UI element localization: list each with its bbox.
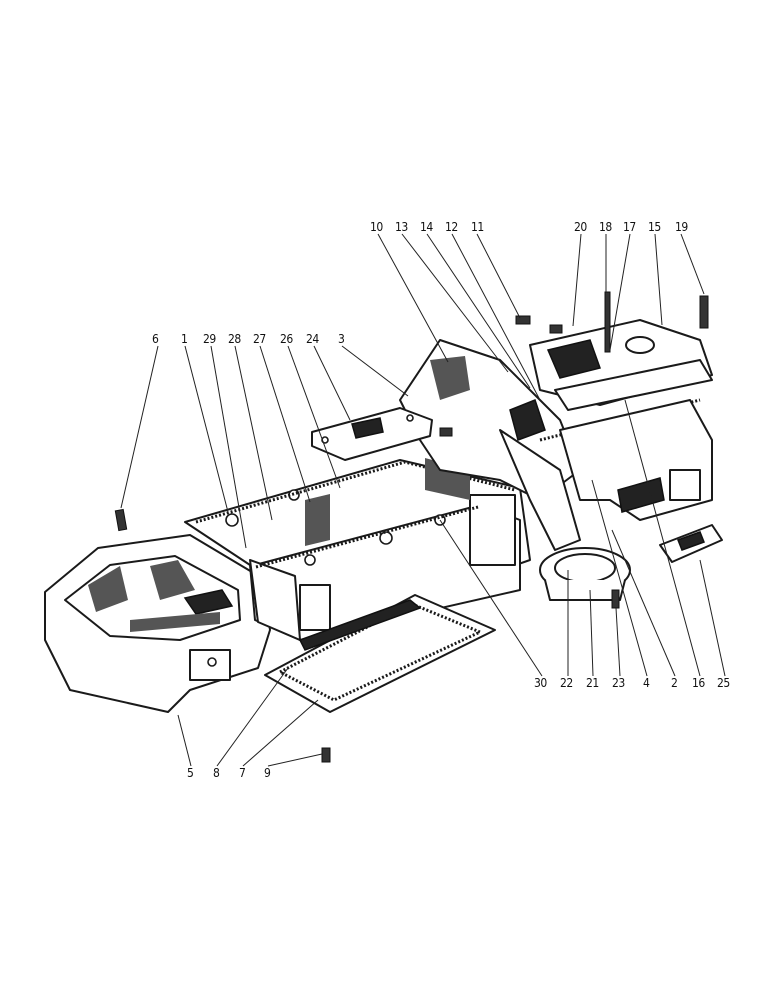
callout-8: 8	[213, 766, 220, 780]
callout-20: 20	[574, 220, 587, 234]
callout-6: 6	[152, 332, 159, 346]
callout-4: 4	[643, 676, 650, 690]
callout-15: 15	[648, 220, 661, 234]
callout-11: 11	[471, 220, 484, 234]
callout-16: 16	[692, 676, 705, 690]
callout-28: 28	[228, 332, 241, 346]
callout-19: 19	[675, 220, 688, 234]
callout-1: 1	[181, 332, 188, 346]
bolts	[114, 291, 709, 763]
callout-3: 3	[338, 332, 345, 346]
callout-5: 5	[187, 766, 194, 780]
callout-9: 9	[264, 766, 271, 780]
callout-2: 2	[671, 676, 678, 690]
center-housing	[184, 458, 531, 641]
callout-7: 7	[239, 766, 246, 780]
callout-21: 21	[586, 676, 599, 690]
callout-12: 12	[445, 220, 458, 234]
callout-13: 13	[395, 220, 408, 234]
callout-14: 14	[420, 220, 433, 234]
callout-10: 10	[370, 220, 383, 234]
callout-26: 26	[280, 332, 293, 346]
callout-30: 30	[534, 676, 547, 690]
callout-22: 22	[560, 676, 573, 690]
callout-24: 24	[306, 332, 319, 346]
top-cover	[529, 319, 713, 411]
oil-pan	[264, 594, 496, 713]
callout-17: 17	[623, 220, 636, 234]
side-bearing-housing	[559, 399, 713, 521]
callout-23: 23	[612, 676, 625, 690]
cover-plate-right	[659, 524, 723, 563]
bearing-ring	[539, 547, 631, 601]
callout-29: 29	[203, 332, 216, 346]
cover-plate-left	[311, 407, 433, 461]
callout-18: 18	[599, 220, 612, 234]
rear-transmission-housing	[399, 339, 701, 551]
callout-27: 27	[253, 332, 266, 346]
leader-lines	[120, 233, 726, 767]
front-support-casting	[44, 534, 271, 713]
callout-25: 25	[717, 676, 730, 690]
